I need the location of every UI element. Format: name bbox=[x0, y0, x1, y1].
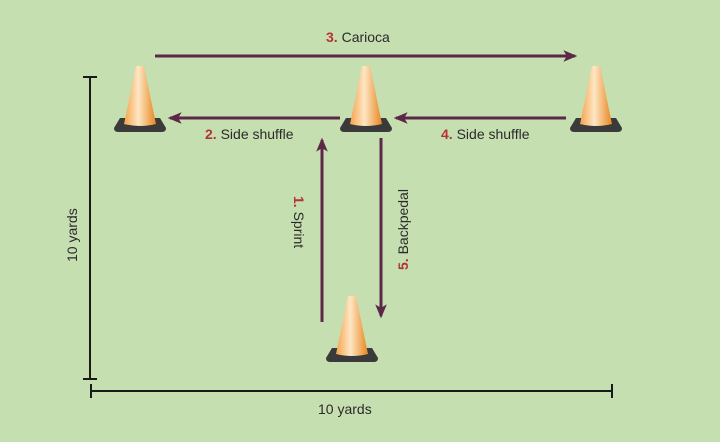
cone-middle bbox=[340, 66, 392, 132]
dimension-vertical bbox=[83, 76, 97, 380]
label-carioca: 3. Carioca bbox=[326, 29, 390, 45]
cone-left bbox=[114, 66, 166, 132]
dimension-horizontal bbox=[90, 384, 613, 398]
dimension-horizontal-label: 10 yards bbox=[318, 401, 372, 417]
cone-right bbox=[570, 66, 622, 132]
label-side-shuffle-2: 2. Side shuffle bbox=[205, 126, 294, 142]
label-backpedal: 5. Backpedal bbox=[395, 189, 411, 270]
label-side-shuffle-4: 4. Side shuffle bbox=[441, 126, 530, 142]
label-sprint: 1. Sprint bbox=[291, 196, 307, 248]
cone-bottom bbox=[326, 296, 378, 362]
dimension-vertical-label: 10 yards bbox=[64, 208, 80, 262]
